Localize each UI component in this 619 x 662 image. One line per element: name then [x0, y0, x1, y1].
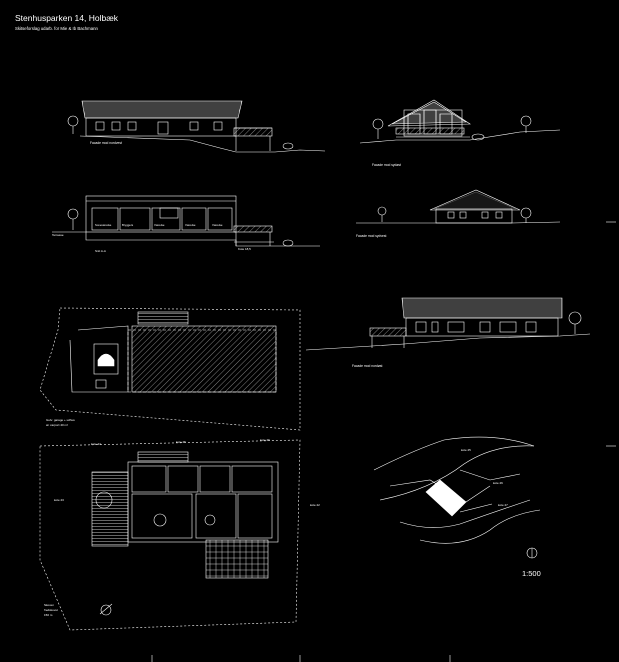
- section-aa: [52, 195, 320, 247]
- plan-note-3: 150 m: [44, 613, 53, 617]
- location-map: [373, 436, 541, 559]
- scale-label: 1:500: [522, 569, 541, 578]
- floor-plan: [39, 439, 301, 631]
- kote-5: kote 22: [310, 503, 320, 507]
- label-facade-sw: Facade mod sydvest: [356, 234, 387, 238]
- room-label-b: Bryggers: [122, 223, 134, 227]
- label-facade-se: Facade mod sydøst: [372, 163, 401, 167]
- kote-3: kote 26: [260, 438, 270, 442]
- plan-note-1: Skoven: [44, 603, 54, 607]
- elevation-southeast: [359, 99, 561, 144]
- kote-4: kote 23: [54, 498, 64, 502]
- label-terrace: Terrasse: [52, 233, 64, 237]
- kote-1: kote 24: [91, 442, 101, 446]
- label-section: Snit A-A: [95, 249, 106, 253]
- elevation-northwest: [67, 100, 326, 153]
- room-label-a: Soveværelse: [95, 223, 112, 227]
- elevation-northeast: [305, 297, 591, 351]
- room-label-c: Værelse: [154, 223, 165, 227]
- sheet-subtitle: Skitseforslag udarb. for Mie & Ib Bachma…: [15, 26, 98, 31]
- plan-note-2: fredskovet: [44, 608, 58, 612]
- elevation-southwest: [356, 189, 561, 224]
- garage-note-2: at: carport 40 m²: [46, 423, 68, 427]
- kote-8: kote 27: [498, 503, 508, 507]
- label-level: Kote 18,5: [238, 247, 251, 251]
- roof-site-plan: [39, 307, 301, 431]
- label-facade-nw: Facade mod nordvest: [90, 141, 122, 145]
- kote-7: kote 26: [493, 481, 503, 485]
- room-label-e: Værelse: [212, 223, 223, 227]
- sheet-title: Stenhusparken 14, Holbæk: [15, 13, 119, 23]
- garage-note-1: Gulv: garage + udhus: [46, 418, 75, 422]
- label-facade-ne: Facade mod nordøst: [352, 364, 383, 368]
- kote-2: kote 25: [176, 440, 186, 444]
- room-label-d: Værelse: [185, 223, 196, 227]
- kote-6: kote 25: [461, 448, 471, 452]
